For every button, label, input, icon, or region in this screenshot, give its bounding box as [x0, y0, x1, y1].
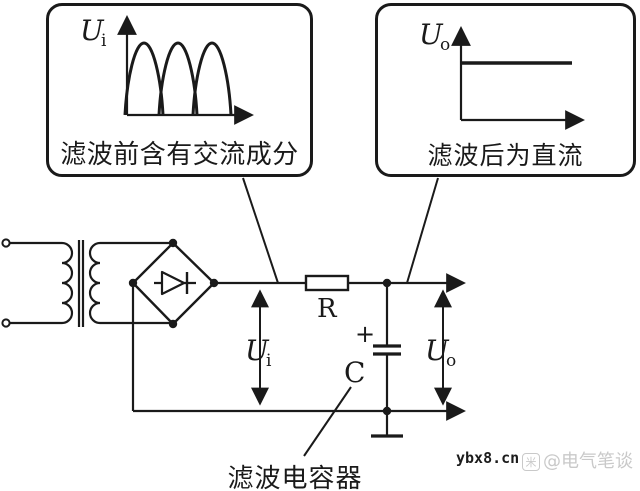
callout-before-filter: U i 滤波前含有交流成分 — [46, 3, 313, 177]
axis-label-uo: U — [419, 18, 444, 51]
input-terminals — [1, 238, 11, 328]
junction-dot — [168, 238, 178, 248]
diode-icon — [154, 270, 196, 296]
callout-after-filter: U o 滤波后为直流 — [375, 3, 636, 177]
junction-dot — [382, 406, 392, 416]
output-voltage-sub: o — [446, 351, 456, 371]
axis-label-uo-sub: o — [440, 35, 450, 55]
credit-watermark-text: @电气笔谈 — [543, 451, 633, 472]
filter-capacitor — [371, 283, 403, 438]
credit-logo-icon: 米 — [522, 453, 540, 471]
axis-label-ui-sub: i — [101, 31, 107, 51]
callout-caption-after: 滤波后为直流 — [427, 141, 584, 170]
rectified-sine-waveform — [123, 41, 233, 116]
output-waveform-plot: U o — [419, 18, 585, 130]
capacitor-plus-sign: + — [355, 320, 375, 348]
resistor: R — [304, 274, 350, 324]
capacitor-label: C — [344, 356, 365, 389]
bridge-rectifier — [131, 241, 216, 326]
input-waveform-plot: U i — [80, 14, 254, 125]
junction-dot — [168, 319, 178, 329]
resistor-label: R — [317, 294, 338, 324]
junction-dots — [128, 238, 392, 416]
junction-dot — [382, 278, 392, 288]
output-rails — [131, 273, 466, 421]
secondary-winding — [88, 241, 101, 325]
transformer — [10, 240, 173, 327]
primary-winding — [61, 241, 74, 325]
credit-watermark: 米 @电气笔谈 — [522, 453, 633, 471]
resistor-body — [304, 274, 350, 292]
leader-line-right — [406, 177, 439, 284]
terminal-top — [1, 238, 11, 248]
junction-dot — [128, 278, 138, 288]
site-watermark: ybx8.cn — [456, 449, 520, 467]
output-voltage-label: U — [425, 334, 450, 367]
junction-dot — [209, 278, 219, 288]
callout-caption-before: 滤波前含有交流成分 — [60, 140, 299, 170]
input-voltage-label: U — [245, 334, 270, 367]
axis-label-ui: U — [80, 14, 105, 47]
callout-leader-lines — [242, 177, 439, 457]
leader-line-left — [242, 177, 279, 284]
voltage-arrows — [251, 289, 452, 406]
filter-capacitor-caption: 滤波电容器 — [227, 464, 363, 491]
terminal-bottom — [1, 318, 11, 328]
leader-line-capacitor — [303, 386, 352, 457]
input-voltage-sub: i — [266, 351, 272, 371]
